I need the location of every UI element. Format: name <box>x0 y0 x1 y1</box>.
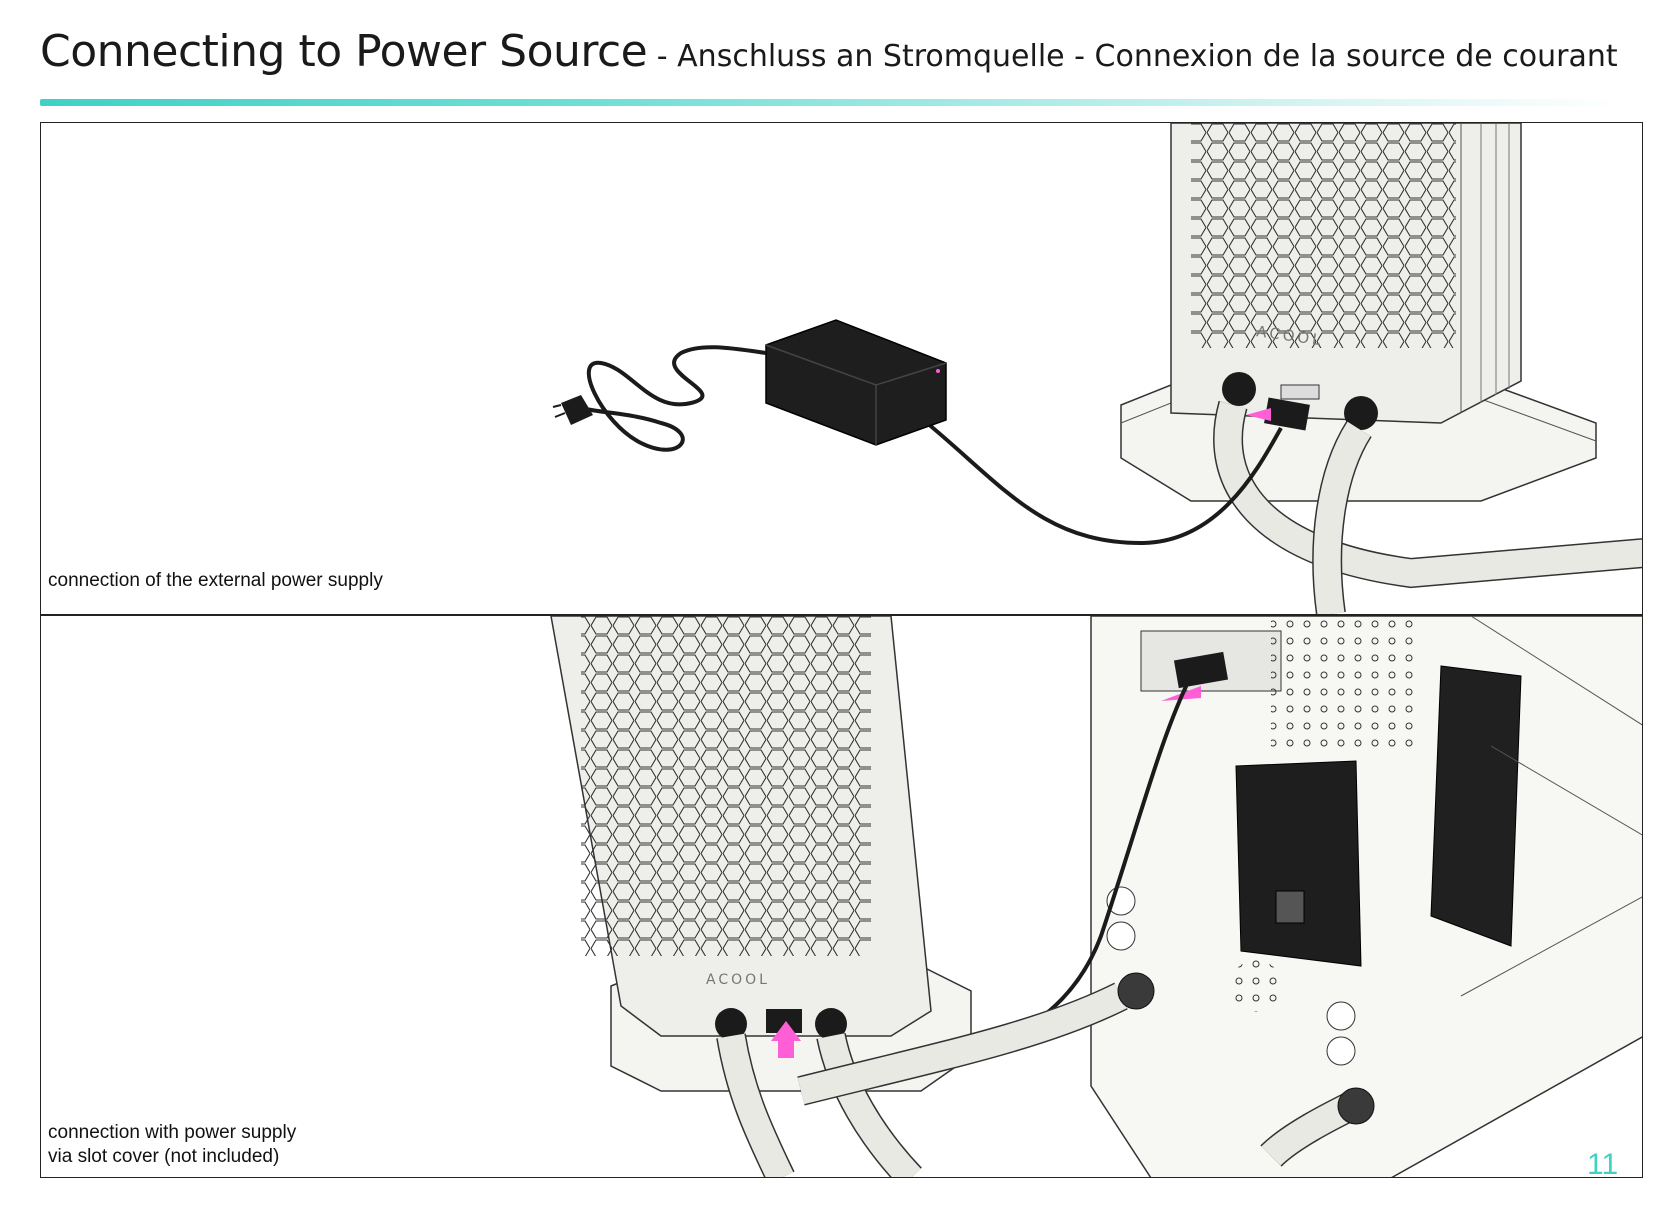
caption-panel-2-line-1: connection with power supply <box>48 1122 297 1143</box>
mains-plug <box>561 395 593 425</box>
panel-2-illustration: ACOOL <box>550 616 1642 1177</box>
caption-panel-1: connection of the external power supply <box>48 570 383 591</box>
radiator-grille-2 <box>581 616 871 956</box>
power-brick <box>765 319 947 446</box>
page-title: Connecting to Power Source - Anschluss a… <box>40 30 1618 74</box>
case-psu <box>1235 760 1362 967</box>
title-subtitle: - Anschluss an Stromquelle - Connexion d… <box>647 39 1618 74</box>
panel-1-illustration: ACOOL <box>552 123 1642 614</box>
title-underline <box>40 99 1620 106</box>
pink-arrow-radiator <box>771 1021 801 1041</box>
case-vent <box>1271 616 1421 756</box>
illustration-frame: ACOOL <box>40 122 1643 1178</box>
page-number: 11 <box>1587 1148 1619 1181</box>
caption-panel-2: connection with power supply via slot co… <box>48 1121 296 1169</box>
case-fan <box>1430 665 1522 947</box>
pink-arrow <box>1246 408 1271 421</box>
radiator-grille <box>1191 123 1456 348</box>
brand-logo-2: ACOOL <box>706 972 770 988</box>
caption-panel-2-line-2: via slot cover (not included) <box>48 1146 280 1167</box>
panel-divider <box>41 614 1642 616</box>
title-main: Connecting to Power Source <box>40 26 648 77</box>
